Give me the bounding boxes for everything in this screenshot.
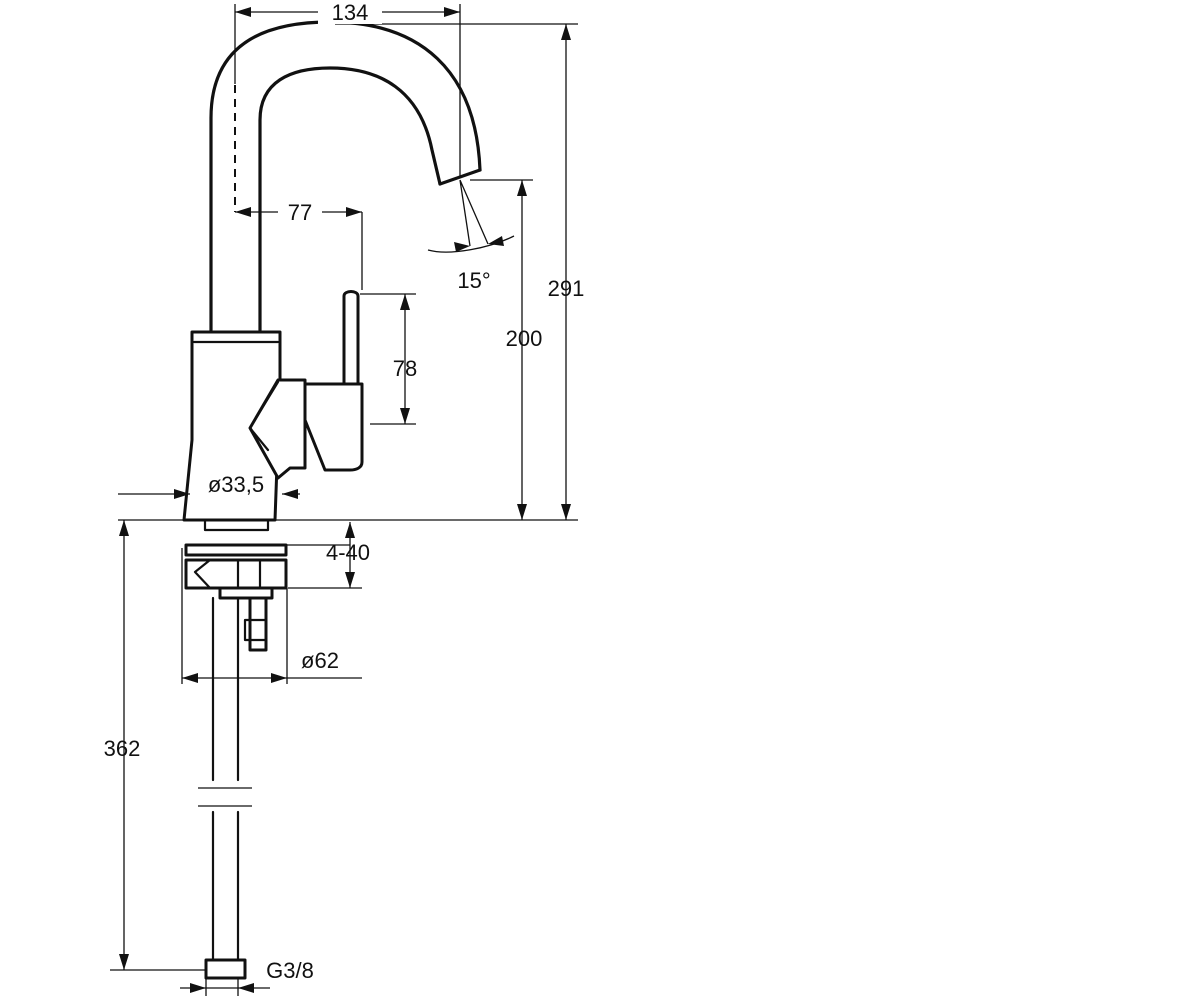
valve-stem [248, 596, 268, 652]
threaded-rod [218, 586, 274, 600]
label-spout-height: 200 [506, 326, 543, 351]
label-total-height: 291 [548, 276, 585, 301]
faucet-outline [182, 20, 482, 980]
label-lever-height: 78 [393, 356, 417, 381]
mounting-plate [184, 543, 288, 557]
lever-hub-top [248, 380, 280, 452]
label-connection-thread: G3/8 [266, 958, 314, 983]
label-spout-reach: 134 [332, 0, 369, 25]
spout-inner [258, 66, 442, 332]
supply-hose [211, 596, 240, 962]
hose-break [198, 787, 252, 807]
label-deck-thickness: 4-40 [326, 540, 370, 565]
nut-detail [193, 558, 262, 590]
label-hose-length: 362 [104, 736, 141, 761]
lever-stick [342, 290, 360, 386]
label-lever-offset: 77 [288, 200, 312, 225]
hose-connector [204, 958, 247, 980]
valve-nut [243, 618, 268, 642]
dimension-lines [110, 4, 578, 996]
base-connector [203, 518, 270, 532]
lever-handle [303, 382, 364, 472]
label-spout-angle: 15° [457, 268, 490, 293]
dimension-labels: 134 77 15° 291 200 78 ø33,5 4-40 ø62 362… [104, 0, 585, 983]
label-body-diameter: ø33,5 [208, 472, 264, 497]
lock-nut [184, 558, 288, 590]
label-base-diameter: ø62 [301, 648, 339, 673]
